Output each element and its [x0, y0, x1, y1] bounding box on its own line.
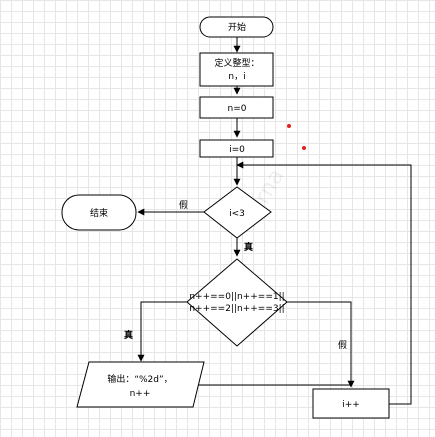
assign-i-node: i=0: [199, 139, 274, 158]
assign-i-shape: [199, 139, 274, 158]
increment-i-label: i++: [342, 400, 360, 410]
start-shape: [199, 16, 274, 38]
red-dot-marker: [287, 124, 291, 128]
false-label-increment: 假: [338, 340, 347, 351]
red-dot-marker: [302, 146, 306, 150]
output-label-line1: 输出：“%2d”，: [107, 373, 172, 385]
edge-diamond-false-increment: [287, 301, 355, 388]
end-node: 结束: [61, 194, 137, 231]
assign-n-node: n=0: [199, 96, 274, 119]
cond-n-label-line1: n++==0||n++==1||: [189, 292, 284, 302]
output-node: 输出：“%2d”， n++: [76, 361, 205, 408]
cond-n-node: n++==0||n++==1|| n++==2||n++==3||: [186, 258, 288, 347]
assign-n-shape: [199, 96, 274, 119]
cond-i-node: i<3: [203, 186, 272, 239]
end-shape: [61, 194, 137, 231]
output-label-line2: n++: [130, 389, 151, 399]
define-node: 定义整型： n，i: [199, 52, 274, 87]
start-node: 开始: [199, 16, 274, 38]
assign-n-label: n=0: [228, 104, 247, 114]
edge-diamond-true-output: [137, 301, 187, 362]
true-label-cond: 真: [244, 241, 253, 253]
define-label-line2: n，i: [228, 72, 245, 82]
cond-n-shape: [186, 258, 288, 347]
true-label-output: 真: [124, 329, 133, 341]
end-label: 结束: [90, 207, 108, 219]
output-shape: [76, 361, 205, 408]
increment-i-shape: [312, 388, 390, 419]
false-label-end: 假: [179, 200, 188, 211]
edge-loop-back: [236, 161, 412, 405]
cond-n-label-line2: n++==2||n++==3||: [189, 304, 284, 314]
define-shape: [199, 52, 274, 87]
define-label-line1: 定义整型：: [214, 57, 259, 69]
increment-i-node: i++: [312, 388, 390, 419]
start-label: 开始: [228, 21, 246, 33]
cond-i-label: i<3: [229, 209, 245, 219]
assign-i-label: i=0: [229, 145, 245, 155]
cond-i-shape: [203, 186, 272, 239]
